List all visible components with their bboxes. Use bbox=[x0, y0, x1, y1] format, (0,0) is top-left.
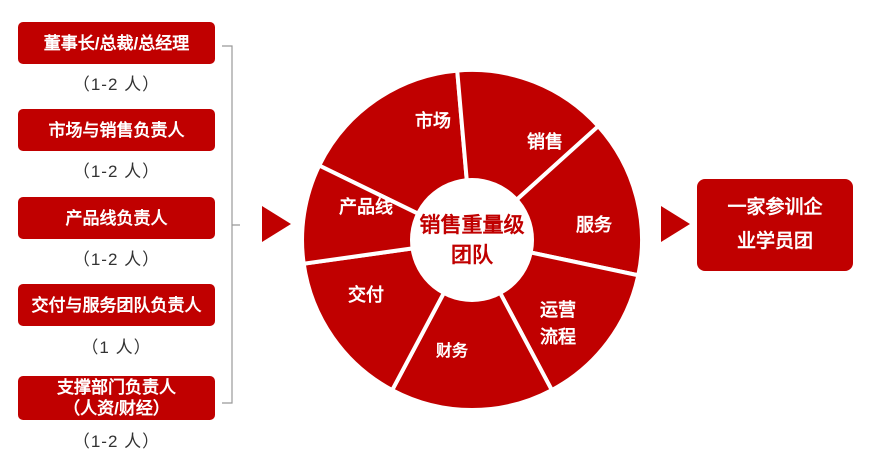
role-support-dept: 支撑部门负责人 （人资/财经） bbox=[18, 376, 215, 420]
segment-label-sales: 销售 bbox=[527, 131, 563, 152]
wheel-center-line1: 销售重量级 bbox=[420, 213, 525, 237]
role-chairman-label: 董事长/总裁/总经理 bbox=[43, 33, 190, 53]
target-group-box: 一家参训企 业学员团 bbox=[697, 179, 853, 271]
role-support-dept-count: （1-2 人） bbox=[72, 432, 161, 451]
segment-label-service: 服务 bbox=[576, 214, 613, 235]
role-product-line-label: 产品线负责人 bbox=[65, 208, 168, 228]
role-marketing-sales: 市场与销售负责人 bbox=[18, 109, 215, 151]
segment-label-ops-line2: 流程 bbox=[540, 326, 576, 347]
segment-label-market: 市场 bbox=[415, 110, 451, 131]
segment-label-delivery: 交付 bbox=[348, 284, 384, 305]
role-delivery-service-count: （1 人） bbox=[81, 338, 152, 357]
role-delivery-service: 交付与服务团队负责人 bbox=[18, 284, 215, 326]
team-wheel bbox=[300, 68, 644, 412]
role-product-line-count: （1-2 人） bbox=[72, 250, 161, 269]
segment-finance bbox=[389, 235, 555, 412]
role-support-dept-label-line1: 支撑部门负责人 bbox=[57, 378, 176, 397]
role-chairman: 董事长/总裁/总经理 bbox=[18, 22, 215, 64]
arrow-right-icon bbox=[262, 206, 291, 242]
role-marketing-sales-count: （1-2 人） bbox=[72, 162, 161, 181]
role-support-dept-label-line2: （人资/财经） bbox=[63, 399, 170, 418]
target-line2: 业学员团 bbox=[736, 231, 813, 252]
role-chairman-count: （1-2 人） bbox=[72, 75, 161, 94]
grouping-bracket bbox=[222, 45, 240, 404]
segment-label-finance: 财务 bbox=[435, 341, 469, 360]
wheel-center bbox=[410, 178, 534, 302]
segment-label-product-line: 产品线 bbox=[339, 196, 393, 217]
target-line1: 一家参训企 bbox=[727, 197, 823, 218]
arrow-right-icon bbox=[661, 206, 690, 242]
role-delivery-service-label: 交付与服务团队负责人 bbox=[31, 295, 202, 315]
segment-label-ops-line1: 运营 bbox=[540, 299, 576, 320]
wheel-center-line2: 团队 bbox=[451, 244, 494, 267]
role-product-line: 产品线负责人 bbox=[18, 197, 215, 239]
role-marketing-sales-label: 市场与销售负责人 bbox=[48, 120, 185, 140]
